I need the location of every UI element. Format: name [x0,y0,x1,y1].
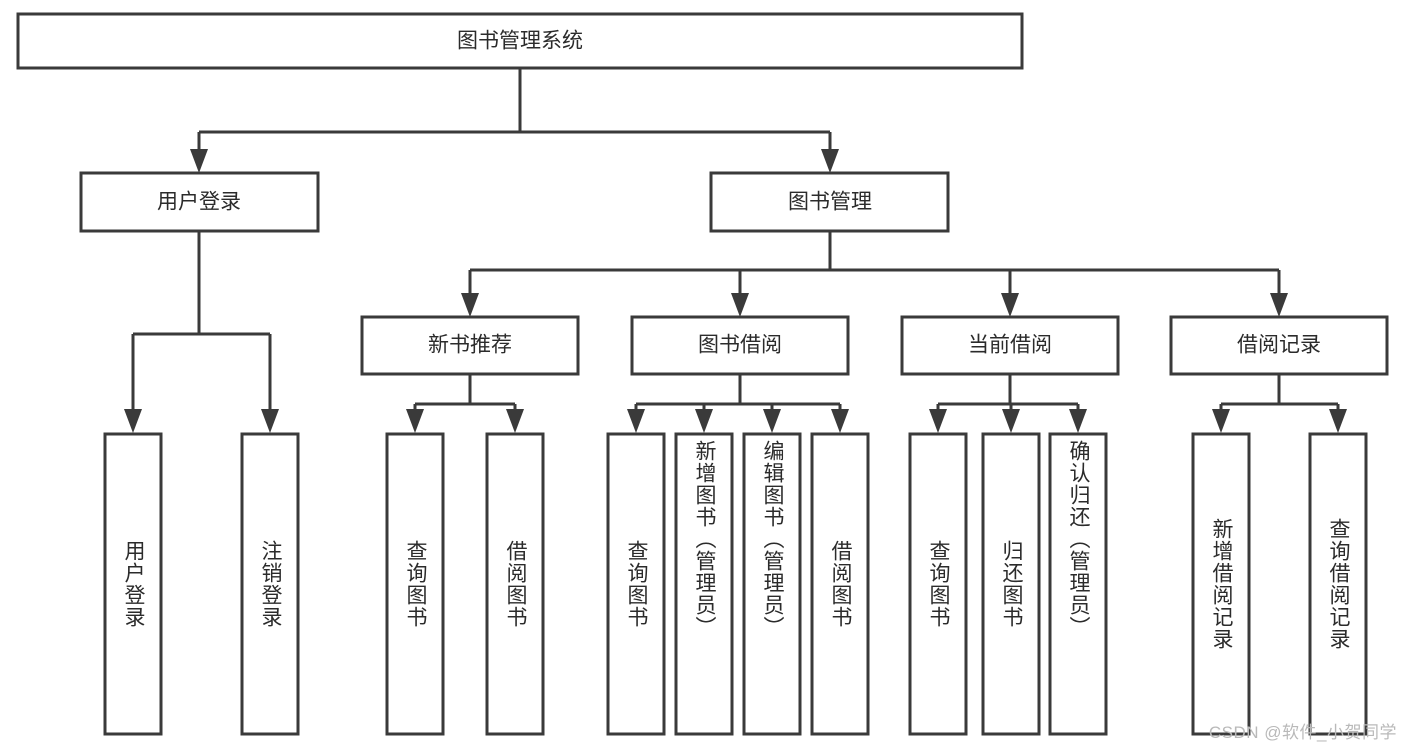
leaf-boxes [103,432,1368,736]
arrow-head-leaf-query-book-bb [627,409,645,433]
node-current-borrow-label: 当前借阅 [968,334,1052,357]
node-book-borrow[interactable]: 图书借阅 [630,315,850,376]
edge-group-borrow-record-to-leaves [1212,374,1347,433]
node-borrow-record-label: 借阅记录 [1237,334,1321,357]
node-borrow-record-box[interactable] [1169,315,1389,376]
node-leaf-borrow-book-rec-box[interactable] [485,432,545,736]
edge-group-new-book-rec-to-leaves [406,374,524,433]
arrow-head-book-manage [821,149,839,173]
node-user-login-box[interactable] [79,171,320,233]
node-leaf-user-login-box[interactable] [103,432,163,736]
node-leaf-add-borrow-record-box[interactable] [1191,432,1251,736]
node-book-borrow-box[interactable] [630,315,850,376]
edge-group-book-manage-to-level3 [461,231,1288,317]
node-leaf-edit-book-box[interactable] [742,432,802,736]
node-new-book-rec-label: 新书推荐 [428,334,512,357]
edge-group-user-login-to-leaves [124,231,279,433]
arrow-head-leaf-add-borrow-record [1212,409,1230,433]
arrow-head-leaf-query-borrow-record [1329,409,1347,433]
edge-group-book-borrow-to-leaves [627,374,849,433]
node-user-login-label: 用户登录 [157,191,241,214]
arrow-head-new-book-rec [461,293,479,317]
node-borrow-record[interactable]: 借阅记录 [1169,315,1389,376]
node-new-book-rec[interactable]: 新书推荐 [360,315,580,376]
csdn-watermark: CSDN @软件_小贺同学 [1208,723,1397,742]
node-new-book-rec-box[interactable] [360,315,580,376]
arrow-head-book-borrow [731,293,749,317]
arrow-head-user-login [190,149,208,173]
node-current-borrow-box[interactable] [900,315,1120,376]
arrow-head-leaf-borrow-book-rec [506,409,524,433]
arrow-head-leaf-edit-book [763,409,781,433]
arrow-head-current-borrow [1001,293,1019,317]
node-leaf-add-book-box[interactable] [674,432,734,736]
node-book-manage-label: 图书管理 [788,191,872,214]
node-leaf-query-borrow-record-box[interactable] [1308,432,1368,736]
node-user-login[interactable]: 用户登录 [79,171,320,233]
arrow-head-leaf-borrow-book-bb [831,409,849,433]
arrow-head-leaf-return-book [1002,409,1020,433]
edge-group-root-to-level2 [190,68,839,173]
node-leaf-user-logout-box[interactable] [240,432,300,736]
node-leaf-return-book-box[interactable] [981,432,1041,736]
arrow-head-leaf-query-book-cb [929,409,947,433]
arrow-head-leaf-confirm-return [1069,409,1087,433]
node-leaf-query-book-cb-box[interactable] [908,432,968,736]
arrow-head-borrow-record [1270,293,1288,317]
node-leaf-borrow-book-bb-box[interactable] [810,432,870,736]
node-current-borrow[interactable]: 当前借阅 [900,315,1120,376]
node-root-label: 图书管理系统 [457,30,583,53]
arrow-head-leaf-query-book-rec [406,409,424,433]
node-root-box[interactable] [16,12,1024,70]
node-root[interactable]: 图书管理系统 [16,12,1024,70]
node-book-manage-box[interactable] [709,171,950,233]
edge-group-current-borrow-to-leaves [929,374,1087,433]
arrow-head-leaf-user-logout [261,409,279,433]
node-leaf-query-book-bb-box[interactable] [606,432,666,736]
node-book-borrow-label: 图书借阅 [698,334,782,357]
arrow-head-leaf-user-login [124,409,142,433]
node-book-manage[interactable]: 图书管理 [709,171,950,233]
arrow-head-leaf-add-book [695,409,713,433]
node-leaf-confirm-return-box[interactable] [1048,432,1108,736]
node-leaf-query-book-rec-box[interactable] [385,432,445,736]
